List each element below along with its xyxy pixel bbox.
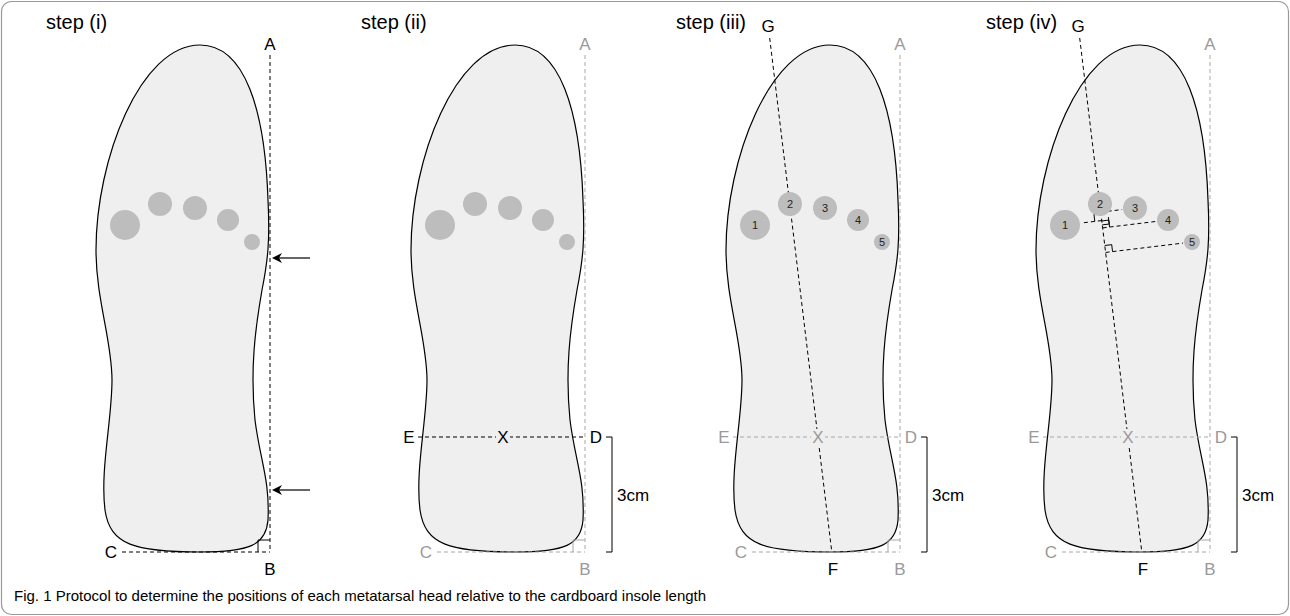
head-number: 3 bbox=[822, 203, 828, 214]
perpendicular-line bbox=[1106, 243, 1183, 252]
head-number: 4 bbox=[1165, 215, 1171, 226]
metatarsal-head: 3 bbox=[813, 196, 837, 220]
head-number: 2 bbox=[787, 199, 793, 210]
metatarsal-head: 3 bbox=[1123, 196, 1147, 220]
metatarsal-head: 4 bbox=[847, 209, 869, 231]
head-number: 3 bbox=[1132, 203, 1138, 214]
head-number: 1 bbox=[752, 220, 758, 231]
step-title: step (iii) bbox=[676, 12, 746, 32]
panel-step-1 bbox=[96, 45, 310, 552]
point-label: A bbox=[1204, 36, 1215, 53]
point-label: E bbox=[718, 429, 729, 446]
point-label: G bbox=[1071, 18, 1084, 35]
panel-step-4 bbox=[1036, 38, 1237, 552]
metatarsal-head: 5 bbox=[1184, 234, 1200, 250]
metatarsal-head: 1 bbox=[740, 210, 770, 240]
step-title: step (i) bbox=[46, 12, 107, 32]
point-label: B bbox=[264, 561, 275, 578]
point-label: X bbox=[1121, 429, 1134, 446]
step-title: step (ii) bbox=[361, 12, 427, 32]
figure-caption: Fig. 1 Protocol to determine the positio… bbox=[14, 587, 706, 605]
point-label: A bbox=[894, 36, 905, 53]
point-label: B bbox=[579, 561, 590, 578]
metatarsal-head: 4 bbox=[1157, 209, 1179, 231]
point-label: A bbox=[579, 36, 590, 53]
point-label: X bbox=[811, 429, 824, 446]
metatarsal-head: 2 bbox=[778, 192, 802, 216]
point-label: D bbox=[1215, 429, 1227, 446]
head-number: 5 bbox=[879, 237, 885, 248]
point-label: 3cm bbox=[617, 487, 649, 504]
head-number: 4 bbox=[855, 215, 861, 226]
point-label: D bbox=[590, 429, 602, 446]
point-label: B bbox=[894, 561, 905, 578]
head-number: 5 bbox=[1189, 237, 1195, 248]
point-label: G bbox=[761, 18, 774, 35]
perpendicular-line bbox=[1103, 221, 1156, 227]
step-title: step (iv) bbox=[986, 12, 1057, 32]
point-label: C bbox=[105, 544, 117, 561]
panel-step-2 bbox=[411, 45, 612, 552]
point-label: 3cm bbox=[932, 487, 964, 504]
perpendicular-line bbox=[1081, 221, 1102, 224]
point-label: X bbox=[496, 429, 509, 446]
point-label: D bbox=[905, 429, 917, 446]
point-label: C bbox=[1045, 544, 1057, 561]
point-label: E bbox=[1028, 429, 1039, 446]
metatarsal-head: 2 bbox=[1088, 192, 1112, 216]
point-label: 3cm bbox=[1242, 487, 1274, 504]
head-number: 2 bbox=[1097, 199, 1103, 210]
right-angle-mark bbox=[1102, 217, 1109, 225]
metatarsal-head: 1 bbox=[1050, 210, 1080, 240]
point-label: E bbox=[403, 429, 414, 446]
point-label: C bbox=[735, 544, 747, 561]
point-label: F bbox=[1138, 561, 1148, 578]
point-label: A bbox=[264, 36, 275, 53]
point-label: C bbox=[420, 544, 432, 561]
metatarsal-head: 5 bbox=[874, 234, 890, 250]
point-label: F bbox=[828, 561, 838, 578]
point-label: B bbox=[1204, 561, 1215, 578]
head-number: 1 bbox=[1062, 220, 1068, 231]
right-angle-mark bbox=[1105, 245, 1113, 252]
panel-step-3 bbox=[726, 38, 927, 552]
